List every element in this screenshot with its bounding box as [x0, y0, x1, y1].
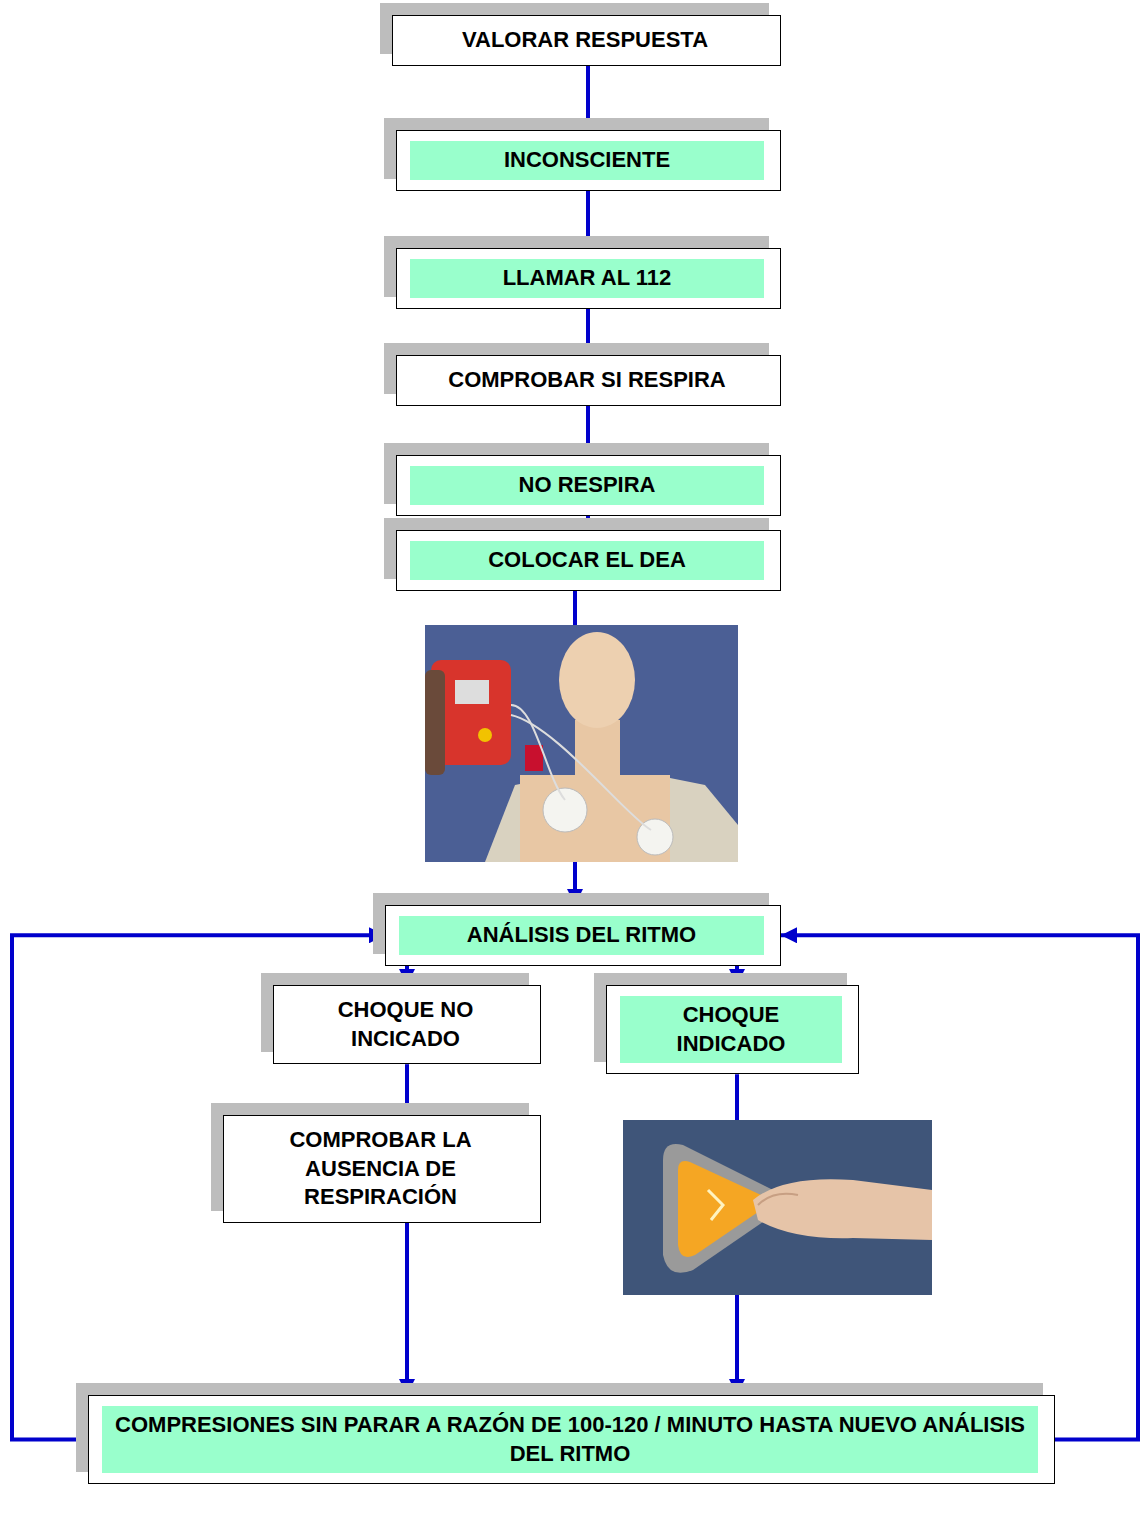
step-text: CHOQUE NO INCICADO	[287, 996, 524, 1053]
step-box: COMPROBAR LA AUSENCIA DE RESPIRACIÓN	[223, 1115, 541, 1223]
step-text: CHOQUE INDICADO	[620, 996, 842, 1063]
action-box: INCONSCIENTE	[396, 130, 781, 191]
flow-connector	[586, 516, 590, 530]
flow-connector	[586, 406, 590, 455]
step-text: LLAMAR AL 112	[410, 259, 764, 298]
step-text: COMPROBAR SI RESPIRA	[410, 366, 764, 395]
flow-connector	[405, 1223, 409, 1395]
step-text: COLOCAR EL DEA	[410, 541, 764, 580]
flow-connector	[405, 966, 409, 985]
action-box: LLAMAR AL 112	[396, 248, 781, 309]
step-text: COMPRESIONES SIN PARAR A RAZÓN DE 100-12…	[102, 1406, 1038, 1473]
flow-connector	[405, 1064, 409, 1115]
flow-connector	[735, 966, 739, 985]
step-text: COMPROBAR LA AUSENCIA DE RESPIRACIÓN	[237, 1126, 524, 1212]
step-box: VALORAR RESPUESTA	[392, 15, 781, 66]
action-box: NO RESPIRA	[396, 455, 781, 516]
step-text: INCONSCIENTE	[410, 141, 764, 180]
flow-connector	[586, 191, 590, 248]
step-text: ANÁLISIS DEL RITMO	[399, 916, 764, 955]
flow-connector	[586, 309, 590, 355]
shock-button-photo	[623, 1120, 932, 1295]
action-box: CHOQUE INDICADO	[606, 985, 859, 1074]
step-box: COMPROBAR SI RESPIRA	[396, 355, 781, 406]
flow-connector	[586, 66, 590, 130]
action-box: COMPRESIONES SIN PARAR A RAZÓN DE 100-12…	[88, 1395, 1055, 1484]
step-text: VALORAR RESPUESTA	[406, 26, 764, 55]
action-box: COLOCAR EL DEA	[396, 530, 781, 591]
aed-photo	[425, 625, 738, 862]
action-box: ANÁLISIS DEL RITMO	[385, 905, 781, 966]
step-box: CHOQUE NO INCICADO	[273, 985, 541, 1064]
step-text: NO RESPIRA	[410, 466, 764, 505]
